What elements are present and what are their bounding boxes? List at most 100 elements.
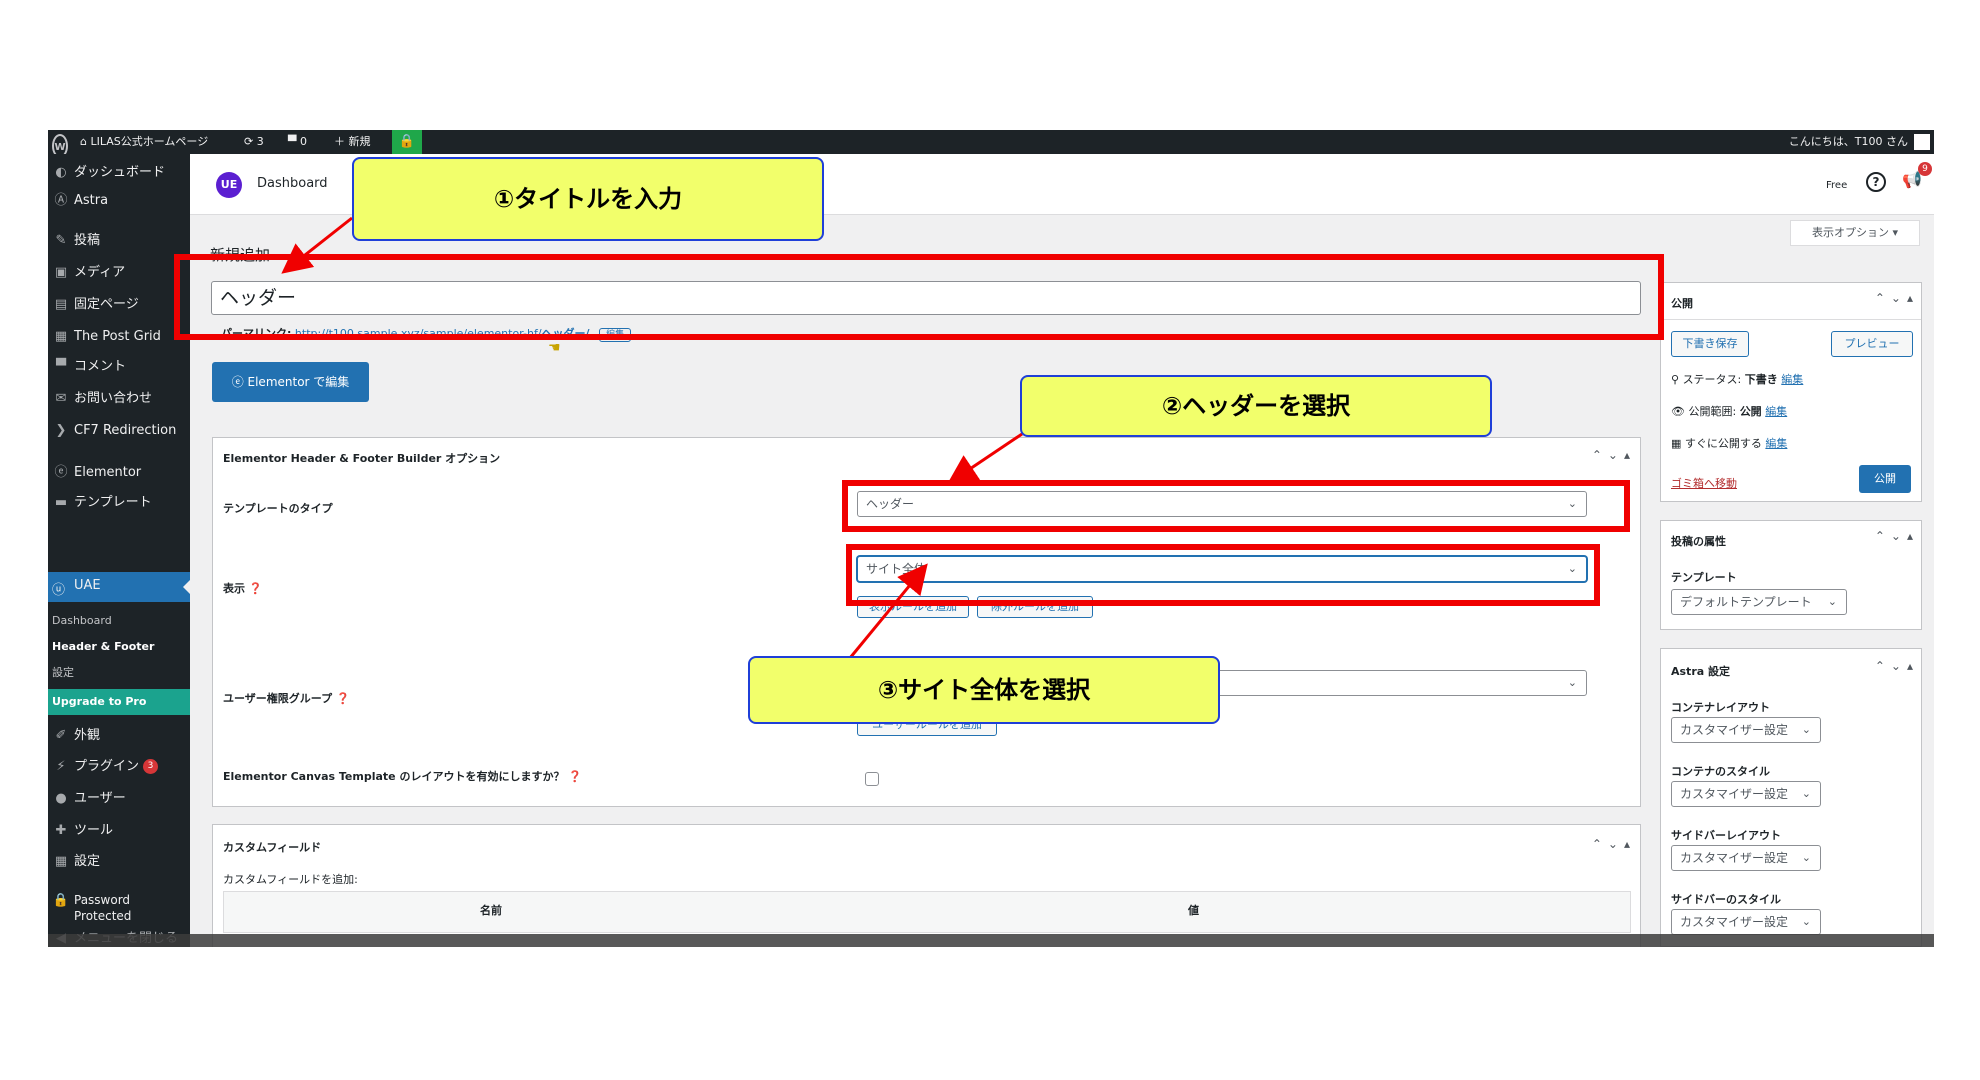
edit-with-elementor-button[interactable]: ⓔ Elementor で編集 — [212, 362, 369, 402]
sidebar-item-settings[interactable]: ▦設定 — [48, 849, 190, 875]
astra-select-value: カスタマイザー設定 — [1680, 787, 1789, 801]
display-select[interactable]: サイト全体⌄ — [857, 556, 1587, 582]
megaphone-icon[interactable]: 📢 — [1902, 170, 1922, 189]
dashboard-link[interactable]: Dashboard — [257, 176, 328, 191]
new-content-link[interactable]: ＋ 新規 — [334, 130, 371, 154]
visibility-edit-link[interactable]: 編集 — [1765, 405, 1788, 418]
screen-options-button[interactable]: 表示オプション ▾ — [1790, 220, 1920, 246]
cursor-icon: ☚ — [548, 340, 561, 356]
account-greeting[interactable]: こんにちは、T100 さん — [1789, 130, 1908, 154]
title-input[interactable]: ヘッダー — [211, 281, 1641, 315]
sidebar-item-label: Elementor — [74, 465, 142, 480]
user-roles-label: ユーザー権限グループ ❓ — [223, 690, 350, 706]
greeting-label: こんにちは、T100 さん — [1788, 135, 1908, 148]
container-layout-select[interactable]: カスタマイザー設定 ⌄ — [1671, 717, 1821, 743]
elementor-button-label: Elementor で編集 — [247, 375, 350, 389]
sidebar-item-label: ユーザー — [74, 791, 126, 806]
sidebar-item-templates[interactable]: ▬テンプレート — [48, 490, 190, 516]
user-roles-label-text: ユーザー権限グループ — [223, 692, 333, 705]
lock-icon[interactable]: 🔒 — [392, 130, 422, 154]
status-value: 下書き — [1744, 373, 1778, 386]
sidebar-item-label: ツール — [74, 823, 114, 838]
chevron-down-icon: ⌄ — [1801, 851, 1811, 864]
sidebar-item-contact[interactable]: ✉ お問い合わせ — [48, 386, 190, 412]
sidebar-item-label: ダッシュボード — [74, 165, 166, 180]
schedule-edit-link[interactable]: 編集 — [1765, 437, 1788, 450]
submenu-dashboard[interactable]: Dashboard — [52, 614, 112, 627]
updates-link[interactable]: ⟳ 3 — [244, 130, 264, 154]
post-attributes-box: 投稿の属性 ⌃⌄▴ テンプレート デフォルトテンプレート⌄ — [1660, 520, 1922, 630]
sidebar-item-password-protected[interactable]: 🔒Password Protected — [48, 890, 190, 928]
save-draft-button[interactable]: 下書き保存 — [1671, 331, 1749, 357]
hf-options-box: Elementor Header & Footer Builder オプション … — [212, 437, 1641, 807]
mail-icon: ✉ — [55, 391, 67, 406]
sidebar-style-select[interactable]: カスタマイザー設定⌄ — [1671, 909, 1821, 935]
box-toggle-controls[interactable]: ⌃⌄▴ — [1874, 291, 1919, 305]
sidebar-item-label: Astra — [74, 193, 109, 208]
sidebar-item-post-grid[interactable]: ▦The Post Grid — [48, 324, 190, 350]
submenu-settings[interactable]: 設定 — [52, 666, 74, 679]
dashboard-icon: ◐ — [55, 165, 67, 180]
publish-button[interactable]: 公開 — [1859, 465, 1911, 493]
help-icon[interactable]: ❓ — [335, 692, 350, 705]
preview-button[interactable]: プレビュー — [1831, 331, 1913, 357]
admin-sidebar: ◐ ダッシュボード Ⓐ Astra ✎投稿 ▣メディア ▤固定ページ ▦The Po… — [48, 154, 190, 947]
comment-icon: ▀ — [56, 359, 66, 374]
sidebar-item-uae[interactable]: ⓤ UAE — [48, 572, 190, 602]
help-icon[interactable]: ❓ — [568, 770, 582, 783]
chevron-down-icon: ⌄ — [1801, 787, 1811, 800]
status-edit-link[interactable]: 編集 — [1781, 373, 1804, 386]
sidebar-item-media[interactable]: ▣メディア — [48, 260, 190, 286]
home-icon: ⌂ — [80, 135, 87, 148]
arrow-step3 — [848, 563, 928, 659]
comments-link[interactable]: ▀ 0 — [288, 130, 307, 154]
sidebar-item-astra[interactable]: Ⓐ Astra — [48, 188, 190, 214]
sidebar-item-label: 固定ページ — [74, 297, 139, 312]
custom-fields-box: カスタムフィールド ⌃⌄▴ カスタムフィールドを追加: 名前 値 — [212, 824, 1641, 947]
site-name-link[interactable]: ⌂ LILAS公式ホームページ — [80, 130, 208, 154]
move-to-trash-link[interactable]: ゴミ箱へ移動 — [1671, 477, 1737, 490]
sidebar-item-dashboard[interactable]: ◐ ダッシュボード — [48, 160, 190, 186]
box-toggle-controls[interactable]: ⌃⌄▴ — [1874, 659, 1919, 673]
sidebar-item-appearance[interactable]: ✐外観 — [48, 723, 190, 749]
box-toggle-controls[interactable]: ⌃⌄▴ — [1591, 837, 1636, 851]
box-toggle-controls[interactable]: ⌃⌄▴ — [1591, 448, 1636, 462]
template-type-select[interactable]: ヘッダー ⌄ — [857, 491, 1587, 517]
active-indicator — [183, 580, 190, 594]
sidebar-item-pages[interactable]: ▤固定ページ — [48, 292, 190, 318]
page-template-select[interactable]: デフォルトテンプレート⌄ — [1671, 589, 1847, 615]
upgrade-to-pro-link[interactable]: Upgrade to Pro — [48, 689, 190, 715]
arrow-step1 — [281, 216, 353, 274]
pin-icon: ✎ — [55, 233, 67, 248]
help-icon[interactable]: ? — [1866, 172, 1886, 192]
astra-icon: Ⓐ — [54, 193, 68, 208]
help-icon[interactable]: ❓ — [248, 582, 263, 595]
callout-step3: ③サイト全体を選択 — [748, 656, 1220, 724]
astra-select-value: カスタマイザー設定 — [1680, 723, 1789, 737]
sidebar-item-posts[interactable]: ✎投稿 — [48, 228, 190, 254]
publish-box: 公開 ⌃⌄▴ 下書き保存 プレビュー ⚲ ステータス: 下書き 編集 👁 公開範… — [1660, 282, 1922, 502]
chevron-down-icon: ⌄ — [1801, 723, 1811, 736]
eye-icon: 👁 — [1671, 405, 1689, 418]
box-toggle-controls[interactable]: ⌃⌄▴ — [1874, 529, 1919, 543]
sidebar-item-label: お問い合わせ — [74, 391, 153, 406]
avatar[interactable] — [1914, 134, 1930, 150]
sidebar-item-comments[interactable]: ▀コメント — [48, 354, 190, 380]
sidebar-item-users[interactable]: ●ユーザー — [48, 786, 190, 812]
sidebar-layout-select[interactable]: カスタマイザー設定⌄ — [1671, 845, 1821, 871]
chevron-down-icon: ⌄ — [1567, 497, 1577, 510]
submenu-header-footer[interactable]: Header & Footer — [52, 640, 155, 653]
container-style-select[interactable]: カスタマイザー設定 ⌄ — [1671, 781, 1821, 807]
sidebar-item-cf7-redirection[interactable]: ❯CF7 Redirection — [48, 418, 190, 444]
template-type-value: ヘッダー — [866, 497, 915, 511]
page-template-value: デフォルトテンプレート — [1680, 595, 1812, 609]
wrench-icon: ✚ — [55, 823, 67, 838]
canvas-template-checkbox[interactable] — [865, 772, 879, 786]
annotation-box-title — [174, 254, 1664, 340]
sidebar-item-tools[interactable]: ✚ ツール — [48, 818, 190, 844]
options-box-title: Elementor Header & Footer Builder オプション — [223, 452, 501, 465]
